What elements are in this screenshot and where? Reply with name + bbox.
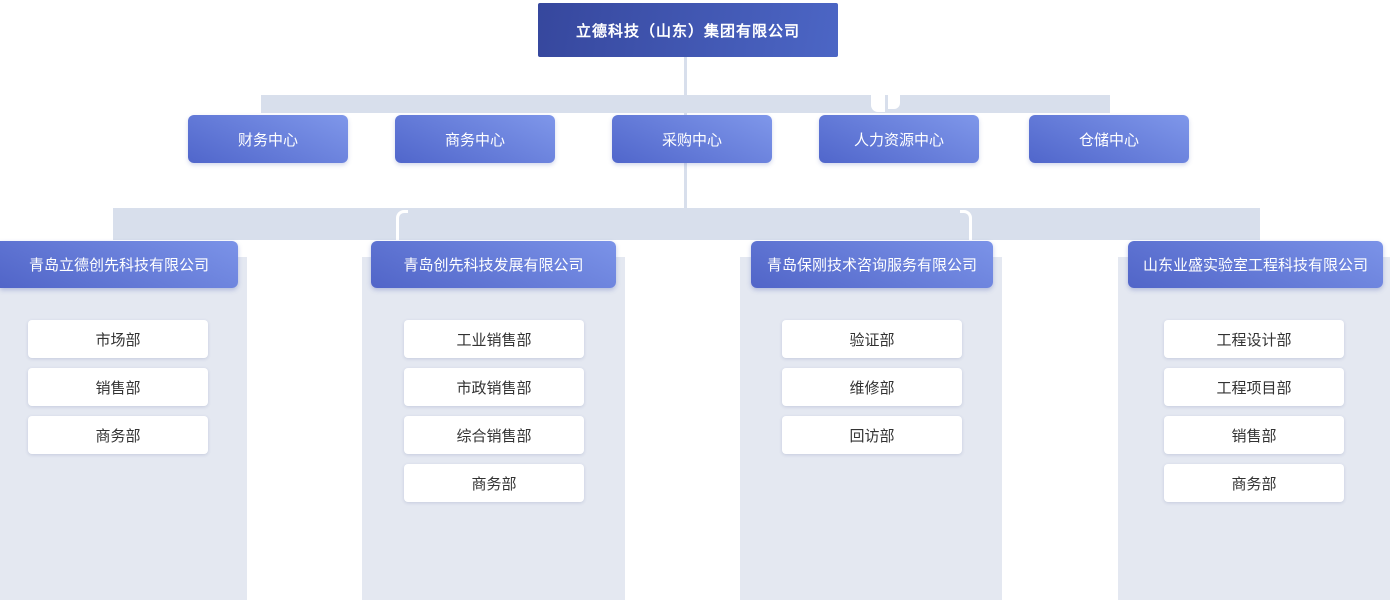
org-node-business-center[interactable]: 商务中心 xyxy=(395,115,555,163)
org-node-subsidiary-2[interactable]: 青岛创先科技发展有限公司 xyxy=(371,241,616,288)
connector-artifact xyxy=(888,95,900,109)
org-node-purchase-center[interactable]: 采购中心 xyxy=(612,115,772,163)
connector-mid-line xyxy=(684,163,687,208)
org-node-department[interactable]: 市政销售部 xyxy=(404,368,584,406)
org-node-department[interactable]: 维修部 xyxy=(782,368,962,406)
org-node-subsidiary-3[interactable]: 青岛保刚技术咨询服务有限公司 xyxy=(751,241,993,288)
connector-artifact xyxy=(871,95,885,112)
connector-subsidiaries-band xyxy=(113,208,1260,240)
org-node-department[interactable]: 工程设计部 xyxy=(1164,320,1344,358)
org-node-subsidiary-4[interactable]: 山东业盛实验室工程科技有限公司 xyxy=(1128,241,1383,288)
org-node-hr-center[interactable]: 人力资源中心 xyxy=(819,115,979,163)
org-node-finance-center[interactable]: 财务中心 xyxy=(188,115,348,163)
org-node-department[interactable]: 回访部 xyxy=(782,416,962,454)
org-node-department[interactable]: 综合销售部 xyxy=(404,416,584,454)
org-node-department[interactable]: 市场部 xyxy=(28,320,208,358)
org-node-department[interactable]: 工业销售部 xyxy=(404,320,584,358)
org-node-root[interactable]: 立德科技（山东）集团有限公司 xyxy=(538,3,838,57)
org-node-department[interactable]: 商务部 xyxy=(404,464,584,502)
connector-bracket-left xyxy=(396,210,408,240)
org-node-department[interactable]: 商务部 xyxy=(28,416,208,454)
connector-bracket-right xyxy=(960,210,972,240)
connector-centers-band xyxy=(261,95,1110,113)
org-node-warehouse-center[interactable]: 仓储中心 xyxy=(1029,115,1189,163)
connector-root-line xyxy=(684,57,687,115)
org-node-department[interactable]: 工程项目部 xyxy=(1164,368,1344,406)
org-node-subsidiary-1[interactable]: 青岛立德创先科技有限公司 xyxy=(0,241,238,288)
org-node-department[interactable]: 验证部 xyxy=(782,320,962,358)
org-node-department[interactable]: 销售部 xyxy=(28,368,208,406)
org-node-department[interactable]: 销售部 xyxy=(1164,416,1344,454)
org-node-department[interactable]: 商务部 xyxy=(1164,464,1344,502)
